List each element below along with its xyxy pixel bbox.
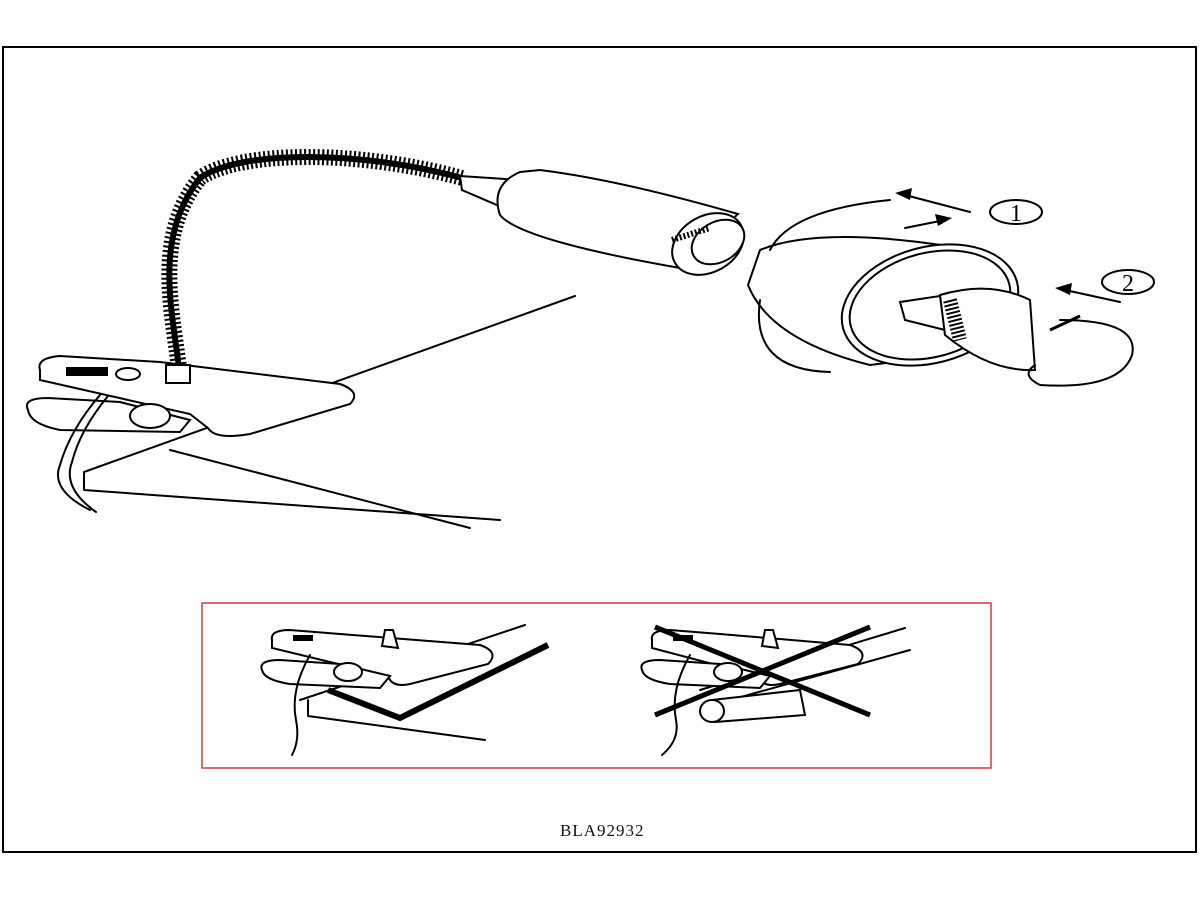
step-1-marker: 1: [989, 199, 1043, 227]
step-arrows: [895, 188, 1121, 303]
incorrect-mounting-illustration: [640, 624, 911, 756]
clip-base: [26, 354, 356, 513]
correct-mounting-illustration: [260, 624, 550, 756]
gooseneck: [161, 149, 465, 384]
step-1-label: 1: [1010, 201, 1022, 227]
step-2-marker: 2: [1101, 269, 1155, 297]
led-bulb: [898, 287, 1134, 387]
model-code: BLA92932: [560, 821, 645, 840]
outer-frame: [2, 46, 1197, 853]
lamp-head: [458, 168, 746, 276]
mounting-inset-frame: [201, 602, 992, 769]
step-2-label: 2: [1122, 271, 1134, 297]
